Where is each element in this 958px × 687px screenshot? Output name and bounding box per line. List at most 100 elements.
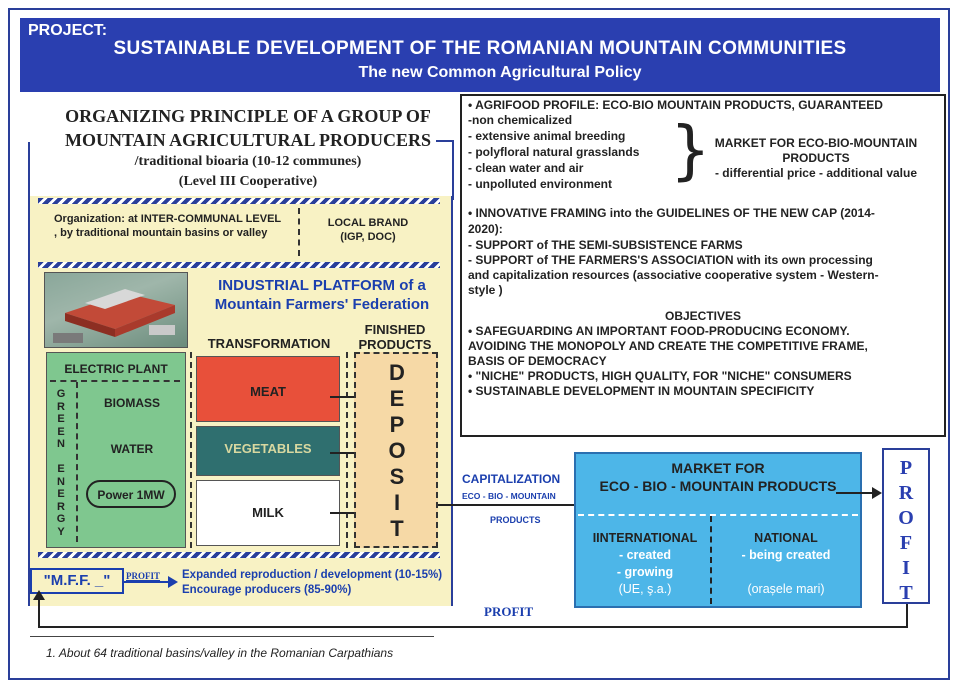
header-banner: PROJECT: SUSTAINABLE DEVELOPMENT OF THE … bbox=[20, 18, 940, 92]
profit-letter: T bbox=[899, 582, 913, 604]
meat-box bbox=[196, 356, 340, 422]
market-line2: PRODUCTS bbox=[782, 151, 850, 165]
mff-arrow bbox=[124, 581, 170, 583]
organization-text: Organization: at INTER-COMMUNAL LEVEL , … bbox=[54, 213, 281, 239]
objective-line: • "NICHE" PRODUCTS, HIGH QUALITY, FOR "N… bbox=[468, 369, 852, 383]
profit-letter: R bbox=[898, 482, 914, 504]
right-border-line bbox=[452, 140, 454, 200]
profit-letter: I bbox=[902, 557, 910, 579]
market-box bbox=[574, 452, 862, 608]
mff-profit: PROFIT bbox=[126, 571, 161, 581]
innovative-line: - SUPPORT of THE SEMI-SUBSISTENCE FARMS bbox=[468, 238, 743, 252]
objective-line: AVOIDING THE MONOPOLY AND CREATE THE COM… bbox=[468, 339, 868, 353]
footnote: 1. About 64 traditional basins/valley in… bbox=[46, 646, 394, 660]
agrifood-profile: • AGRIFOOD PROFILE: ECO-BIO MOUNTAIN PRO… bbox=[468, 98, 883, 112]
deposit-letter: S bbox=[389, 464, 405, 489]
stripe-divider bbox=[38, 262, 440, 268]
profit-loop-arrowhead bbox=[33, 590, 45, 600]
market-line3: - differential price - additional value bbox=[714, 166, 918, 180]
finished-products-header: FINISHED PRODUCTS bbox=[358, 322, 432, 352]
left-border-line bbox=[28, 142, 30, 606]
green-energy-letter: R bbox=[57, 400, 65, 413]
green-energy-letter: G bbox=[56, 388, 66, 400]
stripe-divider bbox=[38, 552, 440, 558]
attr-line: - polyfloral natural grasslands bbox=[468, 145, 640, 159]
green-energy-letter: G bbox=[56, 513, 66, 525]
attr-line: - extensive animal breeding bbox=[468, 129, 626, 143]
profit-letter: O bbox=[898, 507, 914, 529]
innovative-line: 2020): bbox=[468, 222, 503, 236]
national-scope: (orașele mari) bbox=[747, 582, 825, 596]
power-label: Power 1MW bbox=[86, 480, 176, 508]
transformation-header: TRANSFORMATION bbox=[207, 336, 331, 351]
electric-plant-label: ELECTRIC PLANT bbox=[64, 362, 168, 376]
attr-line: -non chemicalized bbox=[468, 113, 573, 127]
organizing-title: ORGANIZING PRINCIPLE OF A GROUP OF MOUNT… bbox=[38, 104, 458, 192]
project-title: SUSTAINABLE DEVELOPMENT OF THE ROMANIAN … bbox=[113, 38, 847, 59]
milk-label: MILK bbox=[252, 505, 284, 520]
deposit-letter: D bbox=[389, 360, 405, 385]
organizing-line3: /traditional bioaria (10-12 communes) bbox=[134, 154, 362, 169]
dashed-line bbox=[76, 382, 78, 542]
green-energy-letter: N bbox=[57, 438, 65, 450]
innovative-line: style ) bbox=[468, 283, 503, 297]
capitalization-label: CAPITALIZATION bbox=[462, 472, 561, 486]
arrow bbox=[836, 487, 882, 499]
objectives-heading: OBJECTIVES bbox=[664, 309, 742, 323]
international-scope: (UE, ş.a.) bbox=[618, 582, 672, 596]
capitalization-sub: ECO - BIO - MOUNTAIN bbox=[462, 491, 556, 501]
deposit-to-market-line bbox=[438, 504, 598, 506]
profit-letter: F bbox=[899, 532, 913, 554]
dashed-separator bbox=[298, 208, 300, 256]
national-block: NATIONAL - being created (orașele mari) bbox=[714, 530, 858, 598]
water-label: WATER bbox=[110, 442, 154, 456]
objective-line: BASIS OF DEMOCRACY bbox=[468, 354, 607, 368]
project-label: PROJECT: bbox=[28, 22, 108, 39]
international-label: IINTERNATIONAL bbox=[592, 531, 698, 545]
organizing-line1: ORGANIZING PRINCIPLE OF A GROUP OF bbox=[65, 106, 431, 126]
left-top-line bbox=[436, 140, 454, 142]
deposit-letter: P bbox=[389, 412, 405, 437]
green-energy-letter: E bbox=[57, 413, 65, 425]
electric-plant-box bbox=[46, 352, 186, 548]
market-line1: MARKET FOR ECO-BIO-MOUNTAIN bbox=[714, 136, 918, 150]
international-created: - created bbox=[618, 548, 672, 562]
objectives-box: • AGRIFOOD PROFILE: ECO-BIO MOUNTAIN PRO… bbox=[460, 94, 946, 437]
profit-loop-bottom bbox=[38, 626, 908, 628]
profit-loop-left bbox=[38, 596, 40, 628]
mff-line2: Encourage producers (85-90%) bbox=[182, 584, 352, 596]
local-brand: LOCAL BRAND (IGP, DOC) bbox=[327, 217, 409, 243]
attr-line: - clean water and air bbox=[468, 161, 584, 175]
innovative-line: - SUPPORT of THE FARMERS'S ASSOCIATION w… bbox=[468, 253, 873, 267]
international-block: IINTERNATIONAL - created - growing (UE, … bbox=[580, 530, 710, 598]
green-energy-letter: R bbox=[57, 500, 65, 513]
objective-line: • SAFEGUARDING AN IMPORTANT FOOD-PRODUCI… bbox=[468, 324, 850, 338]
attr-line: - unpolluted environment bbox=[468, 177, 612, 191]
green-energy-letter: E bbox=[57, 463, 65, 475]
deposit-box bbox=[354, 352, 438, 548]
profit-loop-right bbox=[906, 604, 908, 628]
deposit-letter: I bbox=[393, 490, 401, 515]
platform-title-line2: Mountain Farmers' Federation bbox=[214, 296, 430, 313]
market-divider bbox=[578, 514, 858, 516]
national-label: NATIONAL bbox=[754, 531, 818, 545]
platform-title-line1: INDUSTRIAL PLATFORM of a bbox=[218, 277, 426, 294]
organizing-line4: (Level III Cooperative) bbox=[178, 174, 318, 189]
dashed-line bbox=[190, 352, 192, 548]
factory-image bbox=[44, 272, 188, 348]
curly-brace: } bbox=[670, 114, 711, 188]
capitalization-products: PRODUCTS bbox=[490, 515, 541, 525]
green-energy-letter: Y bbox=[57, 525, 65, 538]
international-growing: - growing bbox=[616, 565, 674, 579]
meat-label: MEAT bbox=[250, 384, 286, 399]
objective-line: • SUSTAINABLE DEVELOPMENT IN MOUNTAIN SP… bbox=[468, 384, 815, 398]
national-created: - being created bbox=[741, 548, 831, 562]
stripe-divider bbox=[38, 198, 440, 204]
profit-letter: P bbox=[899, 457, 913, 479]
market-title-1: MARKET FOR bbox=[671, 460, 765, 476]
vegetables-box bbox=[196, 426, 340, 476]
mff-line1: Expanded reproduction / development (10-… bbox=[182, 569, 443, 581]
